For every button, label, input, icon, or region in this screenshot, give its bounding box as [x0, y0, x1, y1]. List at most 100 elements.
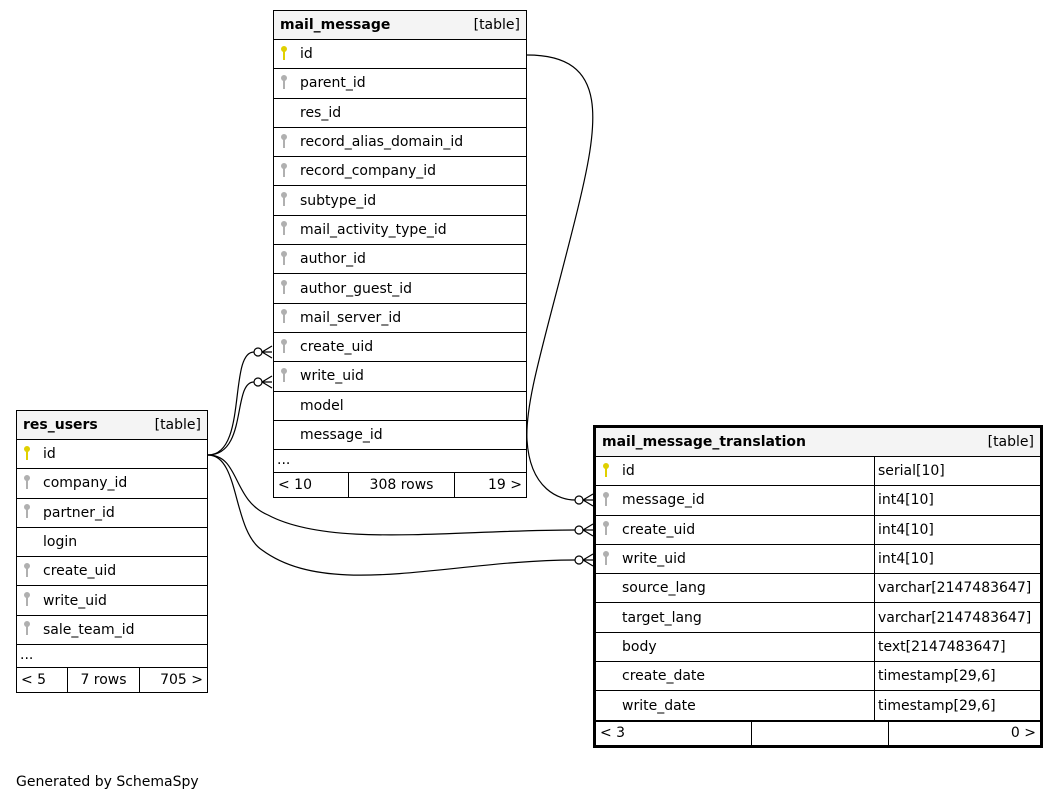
- children-count[interactable]: 705 >: [139, 668, 207, 693]
- column-row[interactable]: author_guest_id: [274, 274, 526, 304]
- column-row[interactable]: source_lang varchar[2147483647]: [596, 574, 1040, 604]
- column-name: write_uid: [622, 551, 686, 568]
- column-row[interactable]: create_date timestamp[29,6]: [596, 662, 1040, 692]
- column-name: source_lang: [622, 580, 706, 597]
- column-name: subtype_id: [300, 192, 377, 209]
- more-columns: ...: [274, 450, 526, 474]
- column-name: sale_team_id: [43, 621, 135, 638]
- column-name: author_guest_id: [300, 280, 413, 297]
- parents-count[interactable]: < 3: [600, 725, 626, 742]
- edge-mail-write-uid: [207, 381, 255, 456]
- column-type: varchar[2147483647]: [874, 574, 1040, 603]
- column-row[interactable]: mail_activity_type_id: [274, 216, 526, 246]
- column-row[interactable]: id: [274, 40, 526, 70]
- column-name: target_lang: [622, 609, 702, 626]
- column-row[interactable]: subtype_id: [274, 186, 526, 216]
- column-row[interactable]: create_uid: [17, 557, 207, 587]
- foreign-key-icon: [280, 191, 300, 210]
- table-name[interactable]: res_users: [23, 417, 98, 433]
- column-name: create_uid: [300, 339, 374, 356]
- generated-by-label: Generated by SchemaSpy: [16, 774, 199, 790]
- table-kind: [table]: [154, 417, 201, 433]
- table-header: res_users [table]: [17, 411, 207, 440]
- column-row[interactable]: company_id: [17, 469, 207, 499]
- column-name: company_id: [43, 475, 128, 492]
- edge-mmt-create-uid: [207, 454, 576, 536]
- column-name: mail_activity_type_id: [300, 221, 447, 238]
- column-row[interactable]: write_uid: [17, 586, 207, 616]
- column-type: timestamp[29,6]: [874, 691, 1040, 720]
- column-row[interactable]: sale_team_id: [17, 616, 207, 646]
- table-footer: < 5 7 rows 705 >: [17, 668, 207, 693]
- edge-mail-create-uid: [207, 351, 255, 456]
- column-row[interactable]: login: [17, 528, 207, 558]
- table-header: mail_message [table]: [274, 11, 526, 40]
- column-name: message_id: [622, 492, 705, 509]
- column-name: id: [300, 46, 313, 63]
- table-kind: [table]: [473, 17, 520, 33]
- column-row[interactable]: record_alias_domain_id: [274, 128, 526, 158]
- table-mail-message-translation[interactable]: mail_message_translation [table] id serial[…: [593, 425, 1043, 748]
- column-row[interactable]: partner_id: [17, 499, 207, 528]
- column-name: author_id: [300, 251, 366, 268]
- column-row[interactable]: mail_server_id: [274, 304, 526, 333]
- column-name: message_id: [300, 427, 383, 443]
- foreign-key-icon: [280, 250, 300, 269]
- children-count[interactable]: 19 >: [454, 473, 526, 498]
- parents-count[interactable]: < 5: [21, 672, 47, 689]
- column-row[interactable]: id serial[10]: [596, 457, 1040, 487]
- column-row[interactable]: parent_id: [274, 69, 526, 99]
- row-count: [751, 721, 888, 745]
- column-row[interactable]: create_uid: [274, 333, 526, 363]
- foreign-key-icon: [280, 220, 300, 239]
- foreign-key-icon: [23, 620, 43, 639]
- crowfoot-marks: [261, 345, 594, 567]
- table-name[interactable]: mail_message: [280, 17, 391, 33]
- foreign-key-icon: [280, 74, 300, 93]
- foreign-key-icon: [280, 133, 300, 152]
- column-type: timestamp[29,6]: [874, 662, 1040, 691]
- table-name[interactable]: mail_message_translation: [602, 434, 807, 450]
- column-type: serial[10]: [874, 457, 1040, 486]
- column-row[interactable]: write_uid: [274, 362, 526, 392]
- column-row[interactable]: res_id: [274, 99, 526, 128]
- foreign-key-icon: [602, 491, 622, 510]
- row-count: 308 rows: [348, 473, 454, 498]
- column-row[interactable]: record_company_id: [274, 157, 526, 187]
- column-row[interactable]: message_id int4[10]: [596, 486, 1040, 516]
- column-type: varchar[2147483647]: [874, 603, 1040, 632]
- column-name: id: [622, 463, 635, 480]
- column-row[interactable]: target_lang varchar[2147483647]: [596, 603, 1040, 633]
- table-kind: [table]: [987, 434, 1034, 450]
- column-row[interactable]: message_id: [274, 421, 526, 451]
- column-type: int4[10]: [874, 486, 1040, 515]
- column-type: text[2147483647]: [874, 632, 1040, 662]
- foreign-key-icon: [280, 162, 300, 181]
- column-row[interactable]: id: [17, 440, 207, 470]
- parents-count[interactable]: < 10: [278, 477, 312, 494]
- row-count: 7 rows: [67, 668, 139, 693]
- children-count[interactable]: 0 >: [888, 721, 1040, 745]
- edge-message-id: [526, 54, 594, 501]
- foreign-key-icon: [23, 503, 43, 522]
- column-name: create_date: [622, 668, 706, 685]
- foreign-key-icon: [280, 367, 300, 386]
- foreign-key-icon: [280, 338, 300, 357]
- table-footer: < 10 308 rows 19 >: [274, 473, 526, 498]
- column-name: model: [300, 397, 344, 414]
- foreign-key-icon: [23, 562, 43, 581]
- column-name: record_alias_domain_id: [300, 134, 464, 151]
- column-row[interactable]: author_id: [274, 245, 526, 275]
- column-type: int4[10]: [874, 515, 1040, 544]
- primary-key-icon: [23, 445, 43, 464]
- column-name: id: [43, 446, 56, 463]
- foreign-key-icon: [23, 474, 43, 493]
- column-row[interactable]: model: [274, 392, 526, 421]
